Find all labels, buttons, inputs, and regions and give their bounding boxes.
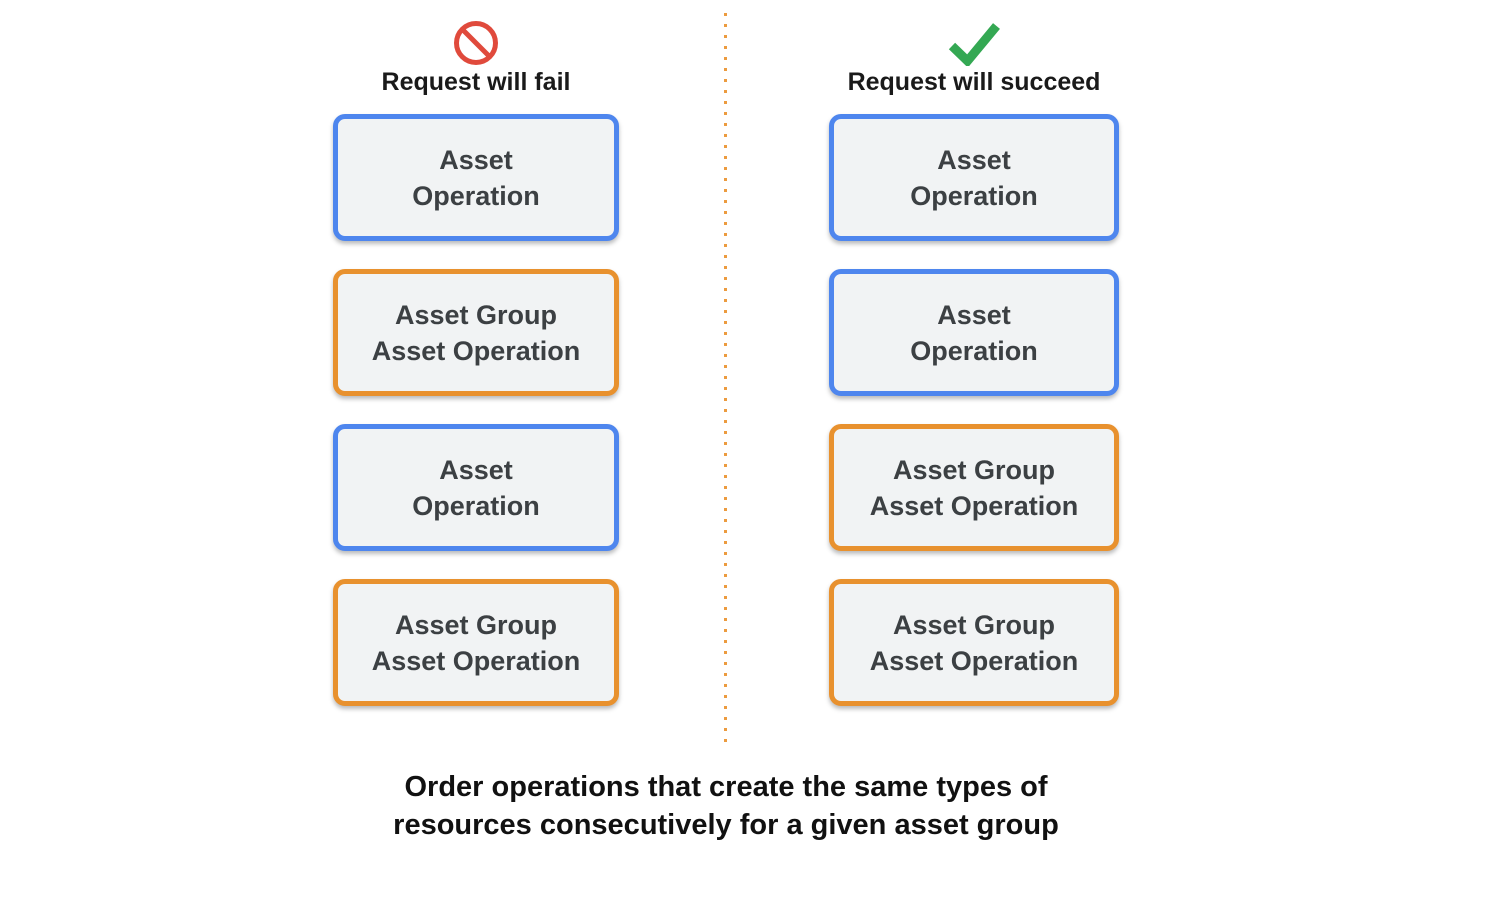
caption-line: resources consecutively for a given asse… xyxy=(393,809,1059,841)
box-label-line: Asset xyxy=(937,299,1011,330)
succeed-column-title: Request will succeed xyxy=(847,68,1101,96)
box-label-line: Asset Operation xyxy=(371,335,581,366)
box-label-line: Operation xyxy=(412,490,540,521)
box-label-line: Asset xyxy=(439,144,513,175)
box-label-line: Operation xyxy=(412,180,540,211)
box-label-line: Asset Operation xyxy=(869,645,1079,676)
caption-line: Order operations that create the same ty… xyxy=(404,771,1048,803)
fail-column-title: Request will fail xyxy=(381,68,571,96)
check-icon xyxy=(945,18,1003,68)
asset-group-asset-operation-box: Asset Group Asset Operation xyxy=(333,269,619,396)
asset-group-asset-operation-box: Asset Group Asset Operation xyxy=(829,579,1119,706)
asset-operation-box: Asset Operation xyxy=(333,424,619,551)
asset-operation-box: Asset Operation xyxy=(829,269,1119,396)
box-label-line: Asset Group xyxy=(394,609,558,640)
succeed-column: Request will succeed Asset Operation Ass… xyxy=(829,0,1119,706)
box-label-line: Asset Group xyxy=(892,609,1056,640)
box-label-line: Asset Operation xyxy=(371,645,581,676)
asset-group-asset-operation-box: Asset Group Asset Operation xyxy=(333,579,619,706)
fail-box-list: Asset Operation Asset Group Asset Operat… xyxy=(333,114,619,706)
box-label-line: Asset xyxy=(439,454,513,485)
box-label-line: Asset Group xyxy=(394,299,558,330)
box-label-line: Operation xyxy=(910,335,1038,366)
dotted-divider xyxy=(724,13,727,743)
box-label-line: Operation xyxy=(910,180,1038,211)
box-label-line: Asset xyxy=(937,144,1011,175)
succeed-box-list: Asset Operation Asset Operation Asset Gr… xyxy=(829,114,1119,706)
prohibited-icon xyxy=(453,18,499,68)
box-label-line: Asset Operation xyxy=(869,490,1079,521)
asset-operation-box: Asset Operation xyxy=(829,114,1119,241)
caption: Order operations that create the same ty… xyxy=(0,768,1452,844)
box-label-line: Asset Group xyxy=(892,454,1056,485)
fail-column: Request will fail Asset Operation Asset … xyxy=(333,0,619,706)
asset-operation-box: Asset Operation xyxy=(333,114,619,241)
asset-group-asset-operation-box: Asset Group Asset Operation xyxy=(829,424,1119,551)
